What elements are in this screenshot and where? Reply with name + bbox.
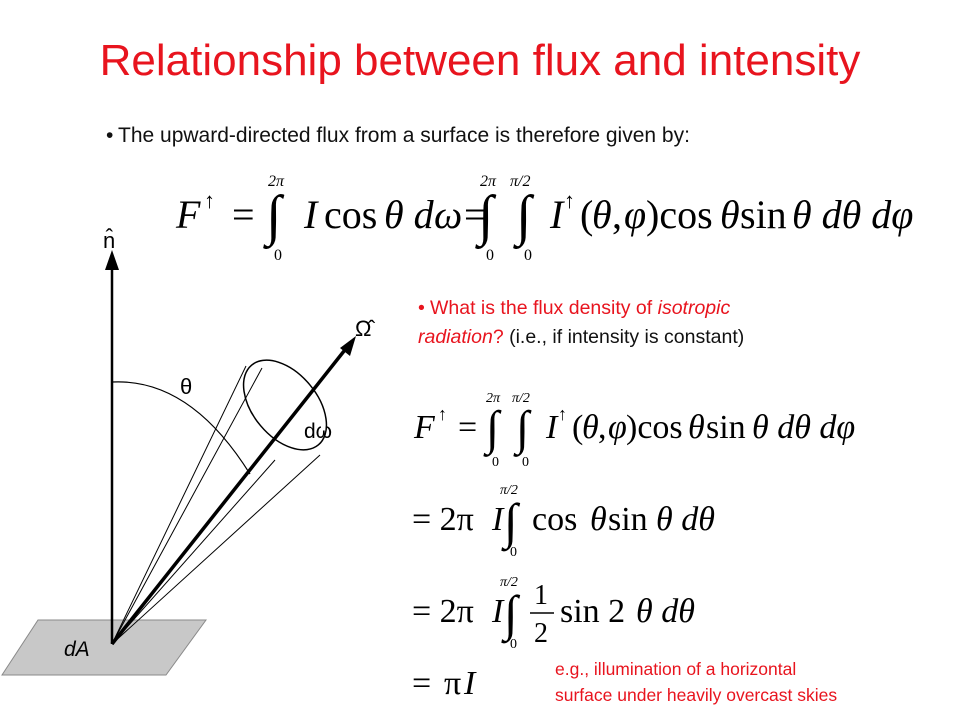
geometry-diagram: n̂ Ω̂ θ dω dA (0, 210, 410, 700)
illumination-note: e.g., illumination of a horizontal surfa… (555, 656, 837, 708)
svg-text:∫: ∫ (501, 585, 521, 644)
svg-text:0: 0 (524, 247, 532, 264)
svg-text:0: 0 (510, 545, 517, 558)
solid-angle-cone (242, 359, 328, 451)
svg-text:0: 0 (274, 247, 282, 264)
svg-text:θ: θ (590, 501, 607, 538)
svg-text:∫: ∫ (501, 493, 521, 552)
svg-text:(: ( (580, 192, 593, 237)
svg-text:θ dθ dφ: θ dθ dφ (752, 409, 855, 446)
equation-isotropic-1: F ↑ = ∫ 2π 0 ∫ π/2 0 I ↑ ( θ , φ )cos θ … (412, 386, 882, 472)
svg-text:φ: φ (608, 409, 627, 446)
svg-text:sin: sin (608, 501, 648, 538)
svg-text:π/2: π/2 (500, 575, 518, 590)
bullet-upward-flux-text: The upward-directed flux from a surface … (118, 124, 690, 147)
svg-text:θ: θ (582, 409, 599, 446)
svg-text:↑: ↑ (558, 404, 567, 424)
svg-text:sin: sin (740, 192, 787, 237)
svg-text:F: F (175, 192, 201, 237)
svg-text:I: I (491, 501, 505, 538)
svg-text:1: 1 (534, 580, 548, 611)
svg-text:π/2: π/2 (500, 483, 518, 498)
svg-text:∫: ∫ (483, 402, 502, 457)
note-line-2: surface under heavily overcast skies (555, 685, 838, 705)
svg-text:θ: θ (688, 409, 705, 446)
svg-text:2π: 2π (268, 173, 285, 190)
svg-text:0: 0 (492, 455, 499, 470)
svg-text:I: I (491, 593, 505, 630)
normal-arrowhead (105, 250, 119, 270)
question-text-3: (i.e., if intensity is constant) (509, 326, 745, 348)
svg-text:I: I (303, 192, 319, 237)
svg-text:π/2: π/2 (512, 391, 530, 406)
svg-text:θ d: θ d (384, 192, 435, 237)
question-italic-2: radiation (418, 326, 493, 348)
svg-text:F: F (413, 409, 436, 446)
equation-isotropic-2: = 2π I ∫ π/2 0 cos θ sin θ dθ (404, 478, 734, 558)
svg-text:θ: θ (592, 192, 612, 237)
svg-text:=: = (412, 665, 431, 702)
svg-text:)cos: )cos (626, 409, 683, 446)
svg-text:θ dθ: θ dθ (656, 501, 715, 538)
svg-text:2π: 2π (480, 173, 497, 190)
surface-patch-dA (1, 619, 207, 676)
question-text-1: What is the flux density of (430, 297, 658, 319)
bullet-dot: • (106, 124, 114, 147)
direction-label: Ω̂ (355, 316, 372, 341)
svg-text:θ dθ dφ: θ dθ dφ (792, 192, 913, 237)
svg-text:= 2π: = 2π (412, 593, 474, 630)
svg-text:)cos: )cos (646, 192, 713, 237)
svg-text:∫: ∫ (513, 185, 535, 250)
svg-text:↑: ↑ (564, 188, 575, 213)
svg-text:∫: ∫ (475, 185, 497, 250)
svg-text:cos: cos (324, 192, 377, 237)
svg-text:=: = (464, 192, 487, 237)
svg-text:θ dθ: θ dθ (636, 593, 695, 630)
svg-text:π: π (444, 665, 461, 702)
svg-text:(: ( (572, 409, 583, 446)
svg-text:0: 0 (486, 247, 494, 264)
svg-text:sin: sin (706, 409, 746, 446)
svg-text:2: 2 (534, 618, 548, 649)
area-label: dA (64, 638, 90, 661)
svg-text:∫: ∫ (513, 402, 532, 457)
theta-label: θ (180, 374, 193, 399)
svg-text:ω: ω (434, 192, 462, 237)
equation-isotropic-3: = 2π I ∫ π/2 0 1 2 sin 2 θ dθ (404, 568, 714, 654)
equation-isotropic-4: = π I (404, 658, 504, 708)
svg-text:θ: θ (720, 192, 740, 237)
svg-text:0: 0 (510, 637, 517, 652)
normal-label: n̂ (103, 228, 116, 253)
question-italic-1: isotropic (657, 297, 731, 319)
solid-angle-label: dω (304, 420, 333, 443)
svg-text:sin 2: sin 2 (560, 593, 625, 630)
direction-arrowhead (340, 336, 356, 356)
equation-upward-flux: F ↑ = ∫ 2π 0 I cos θ d ω = ∫ 2π 0 ∫ π/2 … (172, 168, 932, 268)
svg-text:φ: φ (624, 192, 646, 237)
svg-text:cos: cos (532, 501, 577, 538)
svg-text:↑: ↑ (204, 188, 215, 213)
svg-text:=: = (232, 192, 255, 237)
svg-text:= 2π: = 2π (412, 501, 474, 538)
bullet-upward-flux: •The upward-directed flux from a surface… (106, 124, 690, 148)
bullet-isotropic-question: •What is the flux density of isotropic r… (418, 294, 888, 352)
slide-title: Relationship between flux and intensity (99, 36, 861, 85)
svg-text:0: 0 (522, 455, 529, 470)
svg-text:π/2: π/2 (510, 173, 530, 190)
svg-text:,: , (612, 192, 622, 237)
svg-text:I: I (549, 192, 565, 237)
note-line-1: e.g., illumination of a horizontal (555, 659, 797, 679)
theta-arc (111, 381, 251, 475)
svg-text:=: = (458, 409, 477, 446)
svg-text:,: , (598, 409, 607, 446)
svg-text:I: I (545, 409, 559, 446)
svg-text:2π: 2π (486, 391, 501, 406)
bullet-dot: • (418, 297, 425, 319)
svg-text:↑: ↑ (438, 404, 447, 424)
question-text-2: ? (492, 326, 510, 348)
svg-text:∫: ∫ (263, 185, 285, 250)
svg-text:I: I (463, 665, 477, 702)
